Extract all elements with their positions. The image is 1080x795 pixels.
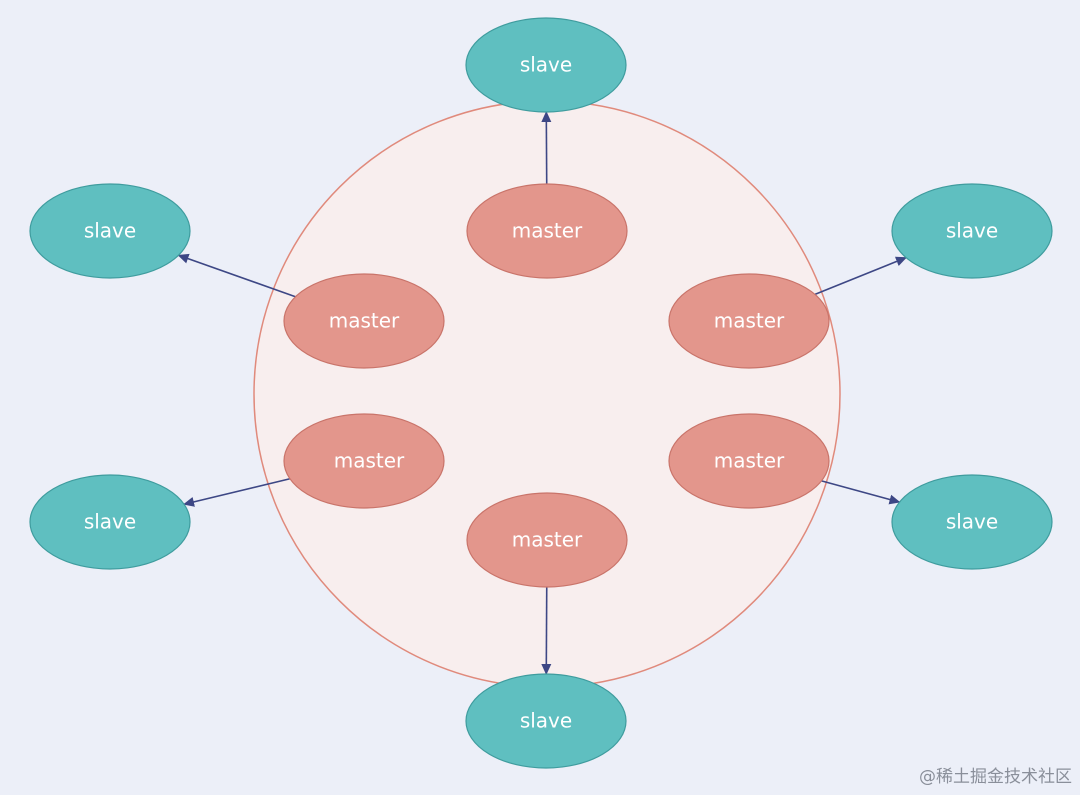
master-node: master	[466, 492, 628, 588]
master-node: master	[466, 183, 628, 279]
slave-node: slave	[465, 17, 627, 113]
slave-label: slave	[946, 219, 998, 243]
replication-arrow	[177, 253, 296, 298]
replication-arrow	[183, 478, 291, 507]
master-node: master	[283, 413, 445, 509]
master-label: master	[329, 309, 400, 333]
master-label: master	[334, 449, 405, 473]
replication-arrow	[821, 480, 901, 505]
replication-arrow	[814, 256, 907, 296]
watermark-text: @稀土掘金技术社区	[919, 767, 1072, 787]
master-label: master	[714, 309, 785, 333]
slave-label: slave	[520, 709, 572, 733]
master-label: master	[714, 449, 785, 473]
slave-label: slave	[84, 219, 136, 243]
master-label: master	[512, 528, 583, 552]
slave-node: slave	[29, 183, 191, 279]
slave-node: slave	[465, 673, 627, 769]
slave-label: slave	[946, 510, 998, 534]
replication-arrows	[177, 110, 907, 676]
nodes: master master master master master maste…	[29, 17, 1053, 769]
slave-node: slave	[29, 474, 191, 570]
master-node: master	[668, 413, 830, 509]
master-node: master	[668, 273, 830, 369]
master-label: master	[512, 219, 583, 243]
slave-node: slave	[891, 183, 1053, 279]
slave-label: slave	[84, 510, 136, 534]
slave-node: slave	[891, 474, 1053, 570]
master-node: master	[283, 273, 445, 369]
slave-label: slave	[520, 53, 572, 77]
